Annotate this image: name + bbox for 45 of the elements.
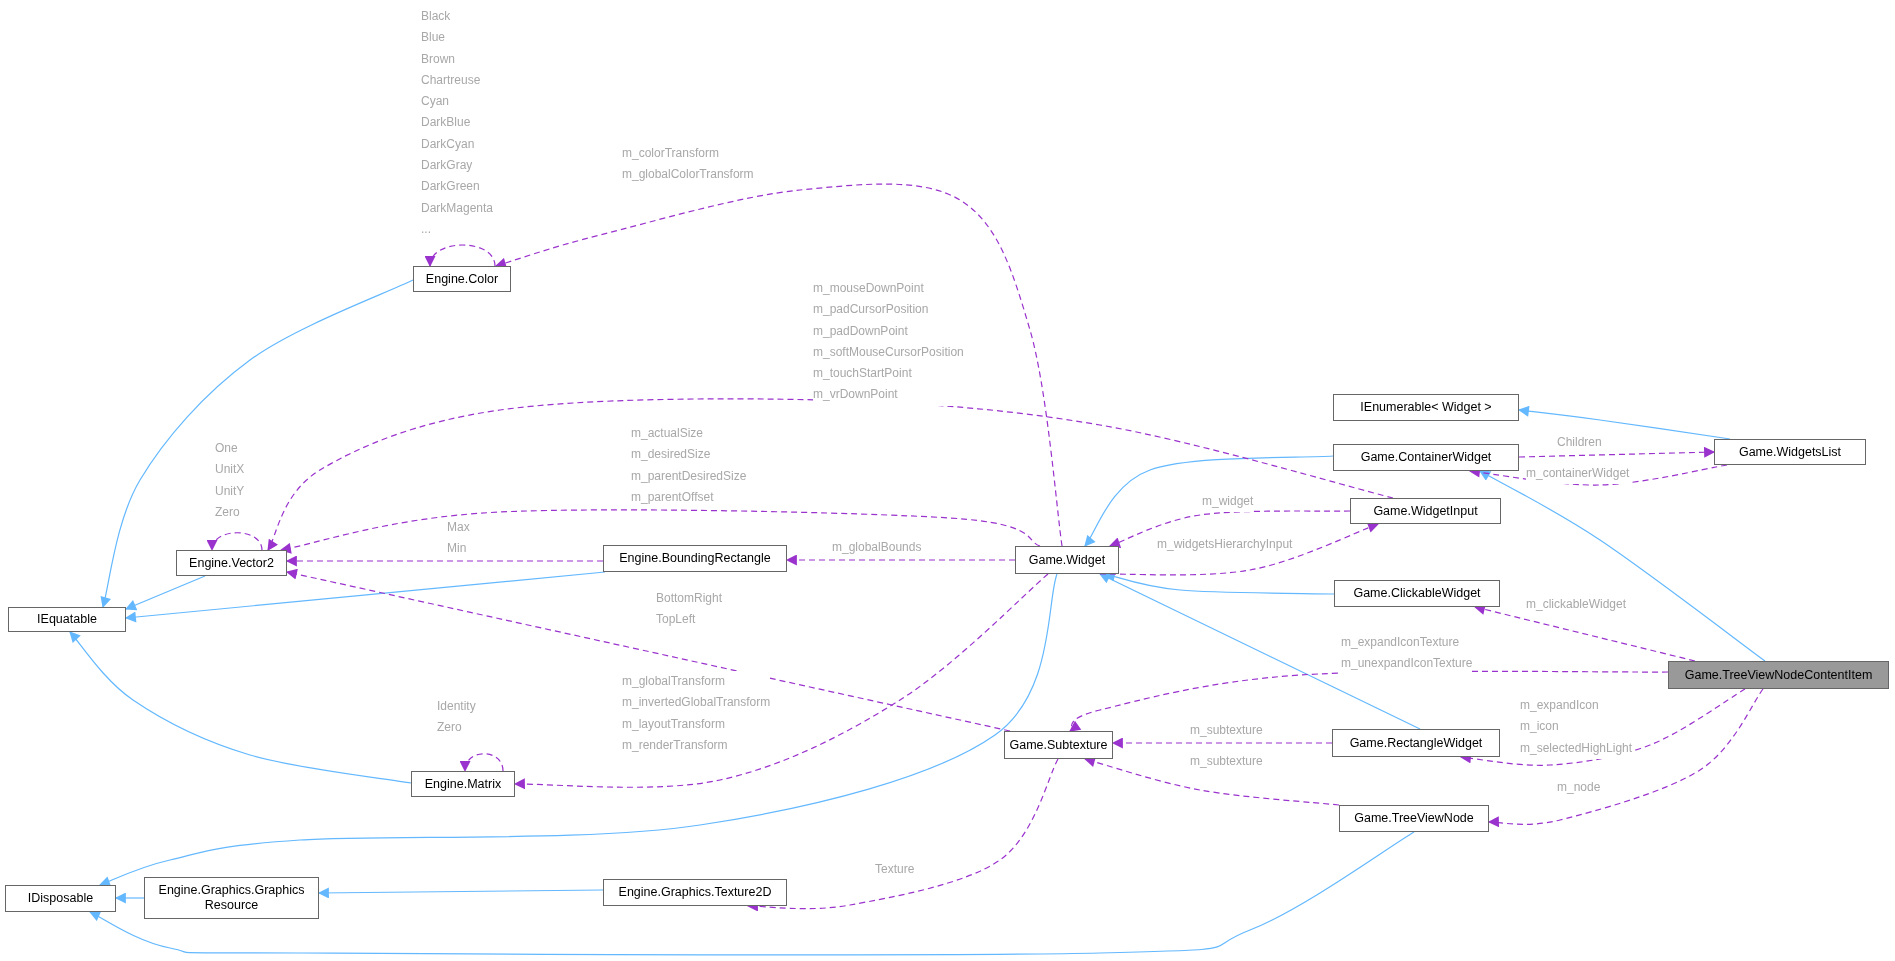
dashed-arrow <box>785 554 1016 566</box>
class-box: Game.TreeViewNodeContentItem <box>1668 661 1889 689</box>
class-box: IDisposable <box>5 885 116 912</box>
class-box: Game.ClickableWidget <box>1334 580 1500 607</box>
dashed-arrow <box>494 183 1063 547</box>
class-box: IEnumerable< Widget > <box>1333 394 1519 421</box>
class-box: Game.WidgetInput <box>1350 498 1501 524</box>
dashed-arrow <box>1487 688 1764 828</box>
arrow <box>1479 470 1766 662</box>
arrow <box>98 573 1058 887</box>
arrow <box>125 575 206 611</box>
dashed-arrow <box>1459 688 1746 766</box>
class-box: Engine.Vector2 <box>176 550 287 576</box>
arrow <box>317 887 604 899</box>
dashed-arrow <box>267 398 1394 551</box>
dashed-arrow <box>1518 446 1716 458</box>
class-box: Game.WidgetsList <box>1714 439 1866 465</box>
arrow <box>1084 455 1334 547</box>
dashed-arrow <box>460 753 504 773</box>
class-box: Engine.BoundingRectangle <box>603 545 787 572</box>
dashed-arrow <box>1108 510 1351 548</box>
class-box: Game.Subtexture <box>1004 731 1113 759</box>
class-box: Engine.Graphics.Texture2D <box>603 879 787 906</box>
class-box: Game.RectangleWidget <box>1332 729 1500 757</box>
class-box: Engine.Graphics.Graphics Resource <box>144 877 319 919</box>
arrow <box>114 892 145 904</box>
dashed-arrow <box>285 555 604 567</box>
class-box: Game.Widget <box>1015 546 1119 574</box>
dashed-arrow <box>279 509 1041 554</box>
class-box: IEquatable <box>8 607 126 632</box>
dashed-arrow <box>1111 737 1333 749</box>
arrow <box>124 571 606 623</box>
dashed-arrow <box>426 244 496 268</box>
dashed-arrow <box>513 573 1049 790</box>
class-box: Game.ContainerWidget <box>1333 444 1519 471</box>
arrow <box>69 631 412 784</box>
dashed-arrow <box>208 532 263 552</box>
arrow <box>1099 573 1421 730</box>
arrow <box>89 831 1415 956</box>
class-box: Engine.Color <box>413 266 511 292</box>
arrow <box>100 279 414 609</box>
dashed-arrow <box>285 568 1011 732</box>
dashed-arrow <box>746 758 1059 912</box>
class-box: Game.TreeViewNode <box>1339 805 1489 832</box>
class-box: Engine.Matrix <box>411 771 515 797</box>
